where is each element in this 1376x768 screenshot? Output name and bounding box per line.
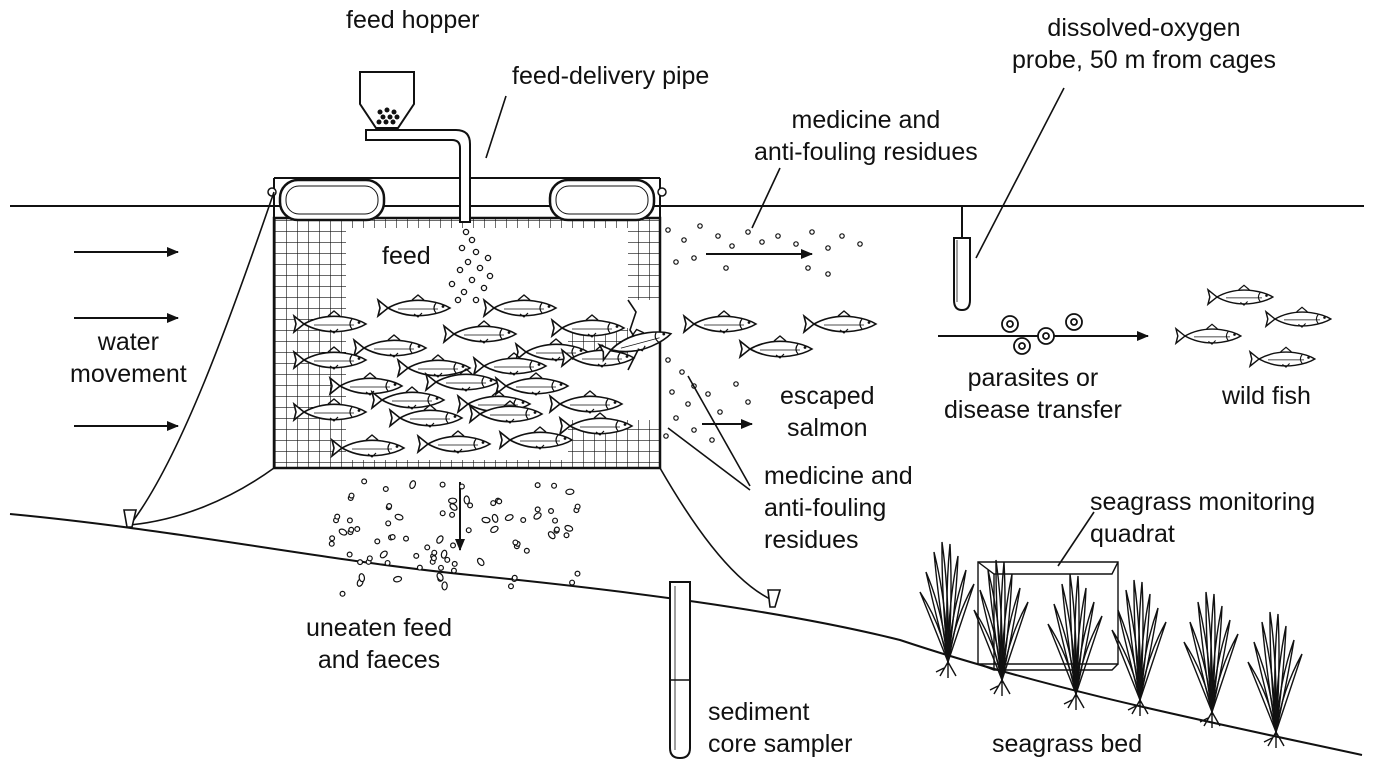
waste-particles xyxy=(328,478,581,597)
label-feed-delivery-pipe: feed-delivery pipe xyxy=(512,62,710,90)
label-wild-fish: wild fish xyxy=(1222,382,1311,410)
label-parasites: parasites or disease transfer xyxy=(944,364,1122,424)
water-movement-arrows xyxy=(74,247,179,431)
sediment-core-sampler-icon xyxy=(669,581,691,760)
anchor-left xyxy=(123,509,138,528)
label-seagrass-bed: seagrass bed xyxy=(992,730,1143,758)
float-right xyxy=(548,178,656,222)
leader-lines xyxy=(667,87,1095,567)
label-escaped-salmon: escaped salmon xyxy=(780,382,875,442)
wild-fish xyxy=(1175,284,1332,368)
seagrass-plants xyxy=(919,541,1303,748)
label-feed-hopper: feed hopper xyxy=(346,6,480,34)
feed-hopper-icon xyxy=(359,71,415,129)
anchor-right xyxy=(767,589,782,608)
medicine-residue-particles xyxy=(663,223,863,443)
escaped-salmon xyxy=(683,310,877,359)
parasite-icons xyxy=(1001,313,1083,355)
label-do-probe: dissolved-oxygen probe, 50 m from cages xyxy=(1012,14,1277,74)
label-medicine-bottom: medicine and anti-fouling residues xyxy=(764,462,913,554)
do-probe-icon xyxy=(953,206,971,312)
mooring-lines xyxy=(129,191,773,601)
float-left xyxy=(278,178,386,222)
feed-delivery-pipe xyxy=(365,95,507,223)
label-water-movement: water movement xyxy=(70,328,187,388)
feed-pellets xyxy=(448,228,494,304)
label-seagrass-quadrat: seagrass monitoring quadrat xyxy=(1090,488,1316,548)
label-uneaten-feed: uneaten feed and faeces xyxy=(306,614,452,674)
label-medicine-top: medicine and anti-fouling residues xyxy=(754,106,978,166)
label-feed: feed xyxy=(382,242,431,270)
seabed-line xyxy=(9,513,1363,756)
label-sediment-core: sediment core sampler xyxy=(708,698,853,758)
